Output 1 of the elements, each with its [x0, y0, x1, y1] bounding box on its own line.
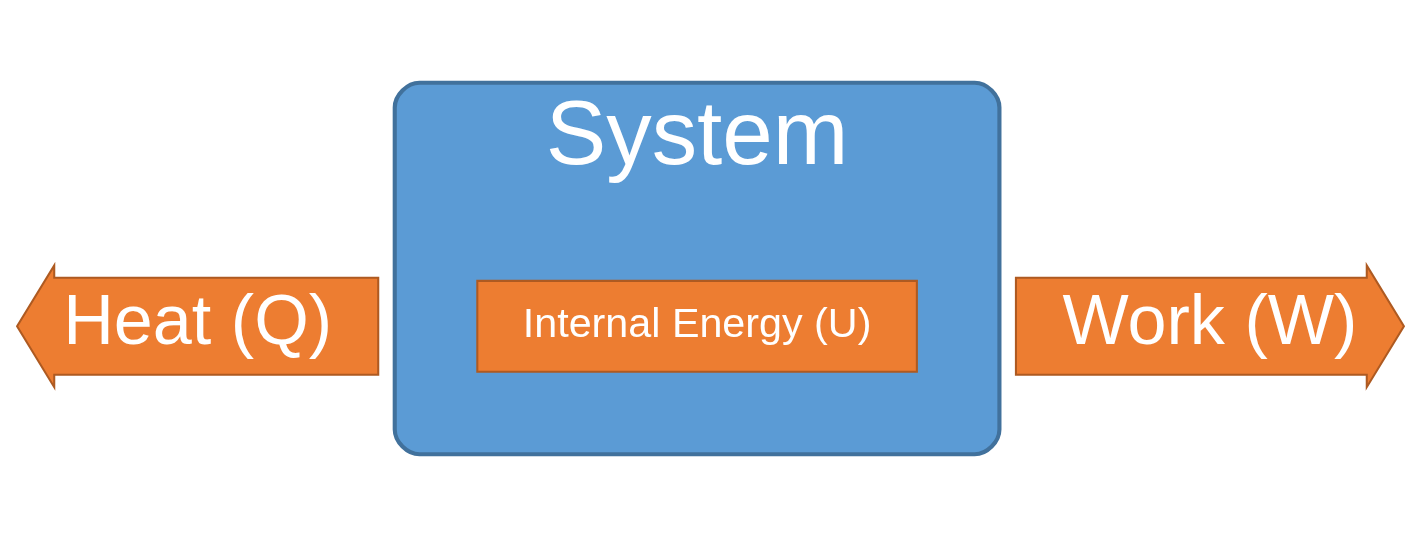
node-box: Internal Energy (U)	[476, 279, 918, 373]
